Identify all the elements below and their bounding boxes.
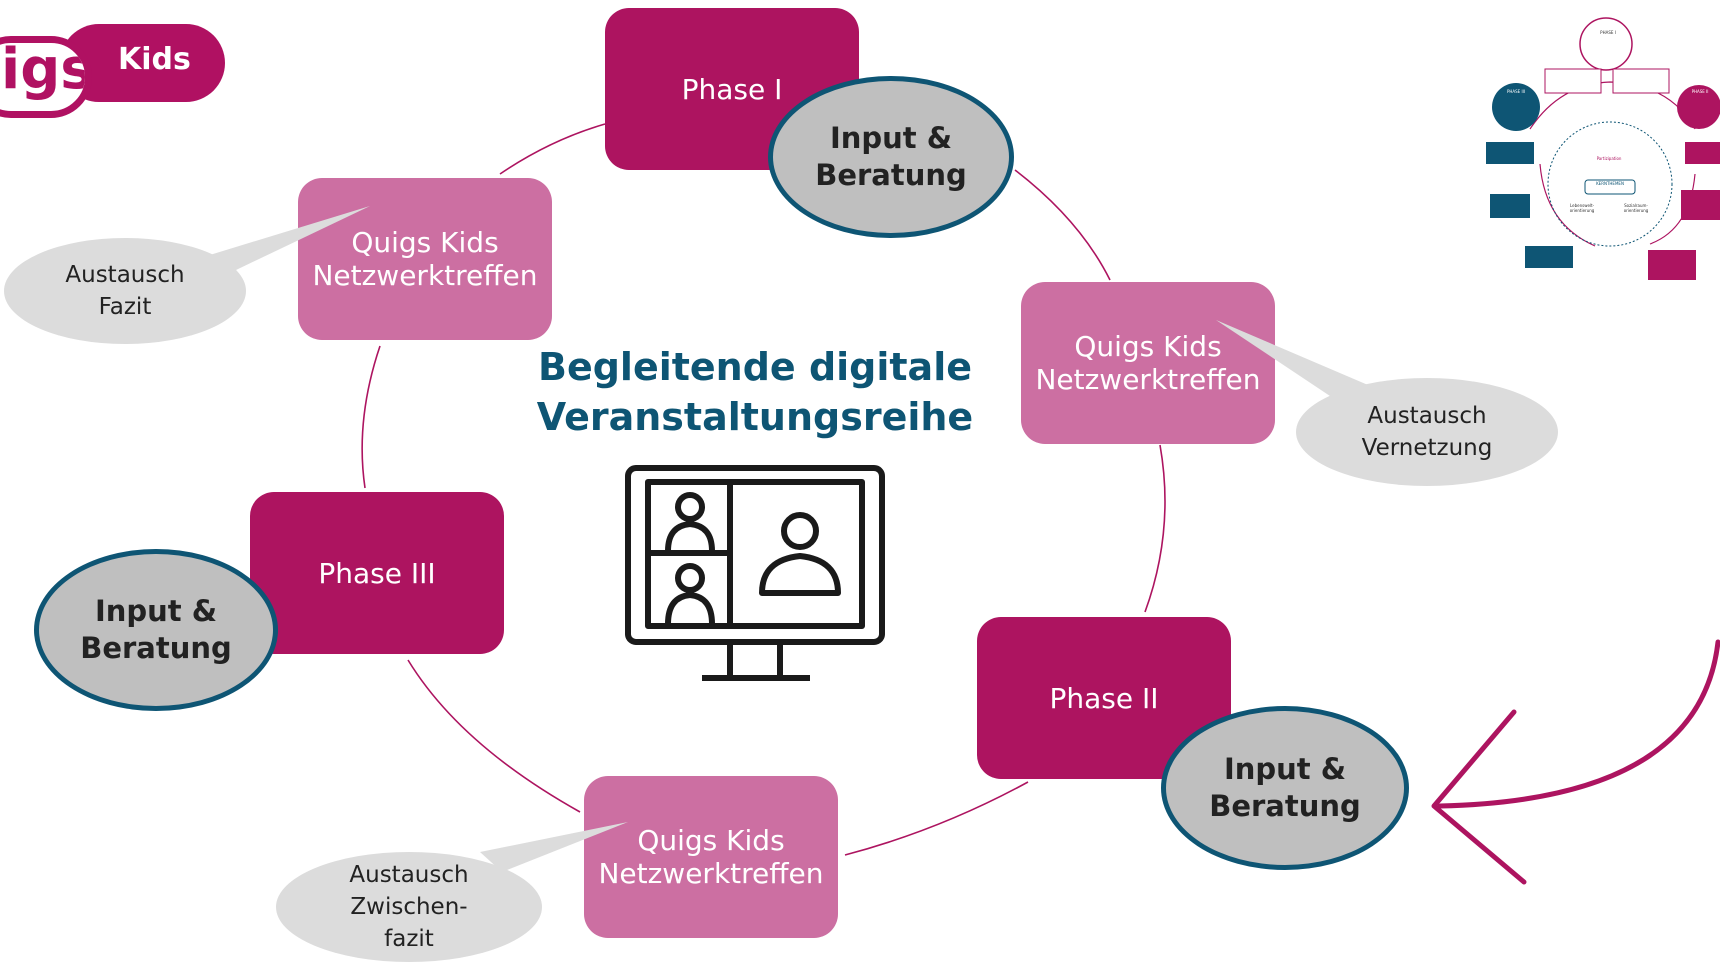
logo-badge-text: Kids (118, 42, 191, 77)
bubble-tail-fazit (200, 206, 370, 270)
network-meeting-box-2: Quigs Kids Netzwerktreffen (584, 776, 838, 938)
connector-net3-phase1 (499, 123, 606, 175)
mini-phase-3: PHASE III (1506, 89, 1526, 94)
bubble-austausch-fazit: Austausch Fazit (4, 238, 246, 344)
connector-phase2-net2 (844, 781, 1029, 856)
mini-lebenswelt: Lebenswelt- orientierung (1569, 203, 1595, 213)
mini-phase-1: PHASE I (1600, 30, 1616, 35)
mini-phase-2: PHASE II (1691, 89, 1709, 94)
input-beratung-phase-2: Input & Beratung (1161, 706, 1409, 870)
connector-net1-phase2 (1144, 444, 1166, 613)
phase-3-box: Phase III (250, 492, 504, 654)
input-beratung-phase-1: Input & Beratung (768, 76, 1014, 238)
center-title: Begleitende digitale Veranstaltungsreihe (536, 345, 974, 439)
mini-sozialraum: Sozialraum- orientierung (1623, 203, 1649, 213)
mini-participation: Partizipation (1596, 156, 1622, 161)
bubble-austausch-vernetzung: Austausch Vernetzung (1296, 378, 1558, 486)
bubble-tail-zwischenfazit (480, 822, 628, 872)
bubble-austausch-zwischenfazit: Austausch Zwischen- fazit (276, 852, 542, 962)
connector-phase1-net1 (1014, 169, 1111, 281)
connector-phase3-net3 (361, 345, 381, 489)
bubble-tail-vernetzung (1216, 320, 1375, 408)
connector-net2-phase3 (407, 659, 581, 813)
mini-phase-diagram (1486, 17, 1720, 280)
video-conference-icon (625, 465, 885, 681)
network-meeting-box-3: Quigs Kids Netzwerktreffen (298, 178, 552, 340)
network-meeting-box-1: Quigs Kids Netzwerktreffen (1021, 282, 1275, 444)
quigs-kids-logo: Kids igs (0, 0, 240, 130)
input-beratung-phase-3: Input & Beratung (34, 549, 278, 711)
logo-wordmark-text: igs (1, 37, 92, 102)
mini-center-label: KERNTHEMEN (1596, 181, 1624, 186)
logo-wordmark: igs (0, 36, 92, 118)
